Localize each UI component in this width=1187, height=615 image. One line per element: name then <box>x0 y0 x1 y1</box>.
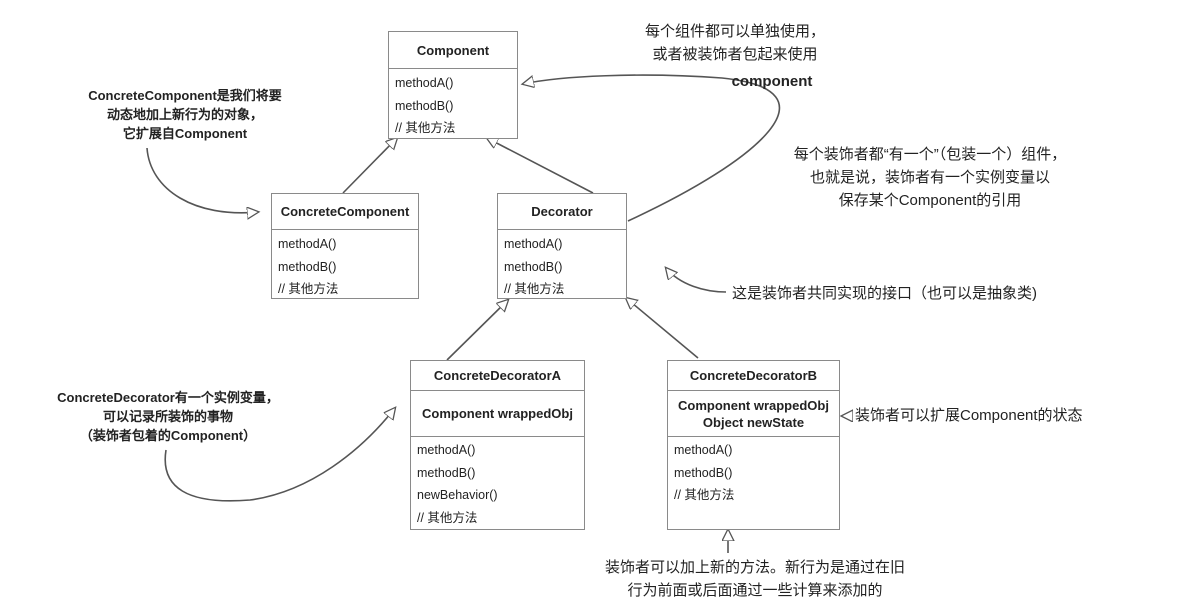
class-name: ConcreteComponent <box>272 194 418 230</box>
method-item: methodB() <box>417 465 476 480</box>
note-line: 装饰者可以加上新的方法。新行为是通过在旧 <box>604 559 905 576</box>
class-component: Component methodA() methodB() // 其他方法 <box>388 31 518 139</box>
method-item: // 其他方法 <box>417 510 478 525</box>
method-item: methodB() <box>504 259 563 274</box>
note-line: ConcreteComponent是我们将要 <box>88 88 282 103</box>
inherit-decorator-to-component <box>487 138 594 194</box>
inherit-concretecomponent-to-component <box>342 138 397 194</box>
method-list: methodA() methodB() newBehavior() // 其他方… <box>411 437 584 529</box>
method-list: methodA() methodB() // 其他方法 <box>498 230 626 301</box>
note-component-label: component <box>731 73 813 90</box>
note-line: 动态地加上新行为的对象， <box>106 107 263 122</box>
class-concrete-component: ConcreteComponent methodA() methodB() //… <box>271 193 419 299</box>
method-item: // 其他方法 <box>278 282 339 296</box>
note-top-right: 每个组件都可以单独使用， 或者被装饰者包起来使用 <box>620 20 850 66</box>
note-line: 可以记录所装饰的事物 <box>102 409 233 424</box>
field-list: Component wrappedObj <box>411 391 584 437</box>
note-line: （装饰者包着的Component） <box>79 428 257 443</box>
class-name: Decorator <box>498 194 626 230</box>
note-concrete-decorator: ConcreteDecorator有一个实例变量， 可以记录所装饰的事物 （装饰… <box>48 388 288 445</box>
method-item: methodA() <box>504 237 563 251</box>
method-list: methodA() methodB() // 其他方法 <box>389 69 517 140</box>
method-item: newBehavior() <box>417 488 498 502</box>
inherit-decoratora-to-decorator <box>446 300 508 361</box>
note-decorator-has-a: 每个装饰者都“有一个”（包装一个）组件， 也就是说，装饰者有一个实例变量以 保存… <box>770 143 1090 212</box>
method-list: methodA() methodB() // 其他方法 <box>272 230 418 301</box>
class-concrete-decorator-b: ConcreteDecoratorB Component wrappedObj … <box>667 360 840 530</box>
composition-curve <box>523 74 781 222</box>
method-item: methodA() <box>674 443 733 457</box>
method-item: methodA() <box>417 443 476 457</box>
class-name: Component <box>389 32 517 69</box>
note-new-method: 装饰者可以加上新的方法。新行为是通过在旧 行为前面或后面通过一些计算来添加的 <box>585 556 925 602</box>
class-name: ConcreteDecoratorA <box>411 361 584 391</box>
method-item: methodB() <box>395 98 454 113</box>
note-line: 也就是说，装饰者有一个实例变量以 <box>809 169 1050 186</box>
note-line: 每个组件都可以单独使用， <box>644 23 825 40</box>
method-item: methodB() <box>278 259 337 274</box>
inherit-decoratorb-to-decorator <box>626 298 699 359</box>
field-item: Object newState <box>702 414 805 430</box>
class-name: ConcreteDecoratorB <box>668 361 839 391</box>
note-line: 或者被装饰者包起来使用 <box>652 46 818 63</box>
note-arrow-concretedecorator <box>164 408 395 502</box>
method-list: methodA() methodB() // 其他方法 <box>668 437 839 507</box>
note-line: 每个装饰者都“有一个”（包装一个）组件， <box>793 146 1067 163</box>
note-concrete-component: ConcreteComponent是我们将要 动态地加上新行为的对象， 它扩展自… <box>85 86 285 143</box>
note-extend-state: 装饰者可以扩展Component的状态 <box>855 407 1083 424</box>
class-decorator: Decorator methodA() methodB() // 其他方法 <box>497 193 627 299</box>
note-line: 保存某个Component的引用 <box>838 192 1022 209</box>
note-arrow-interface <box>666 268 727 293</box>
method-item: // 其他方法 <box>395 121 456 135</box>
note-arrow-concretecomponent <box>146 147 258 213</box>
method-item: methodA() <box>395 76 454 90</box>
note-interface: 这是装饰者共同实现的接口（也可以是抽象类) <box>732 285 1037 302</box>
class-concrete-decorator-a: ConcreteDecoratorA Component wrappedObj … <box>410 360 585 530</box>
note-line: ConcreteDecorator有一个实例变量， <box>57 390 279 405</box>
note-line: 它扩展自Component <box>122 126 248 141</box>
field-list: Component wrappedObj Object newState <box>668 391 839 437</box>
method-item: // 其他方法 <box>674 488 735 502</box>
method-item: methodB() <box>674 465 733 480</box>
field-item: Component wrappedObj <box>678 397 829 413</box>
field-item: Component wrappedObj <box>422 406 573 421</box>
method-item: // 其他方法 <box>504 282 565 296</box>
method-item: methodA() <box>278 237 337 251</box>
note-line: 行为前面或后面通过一些计算来添加的 <box>627 582 883 599</box>
